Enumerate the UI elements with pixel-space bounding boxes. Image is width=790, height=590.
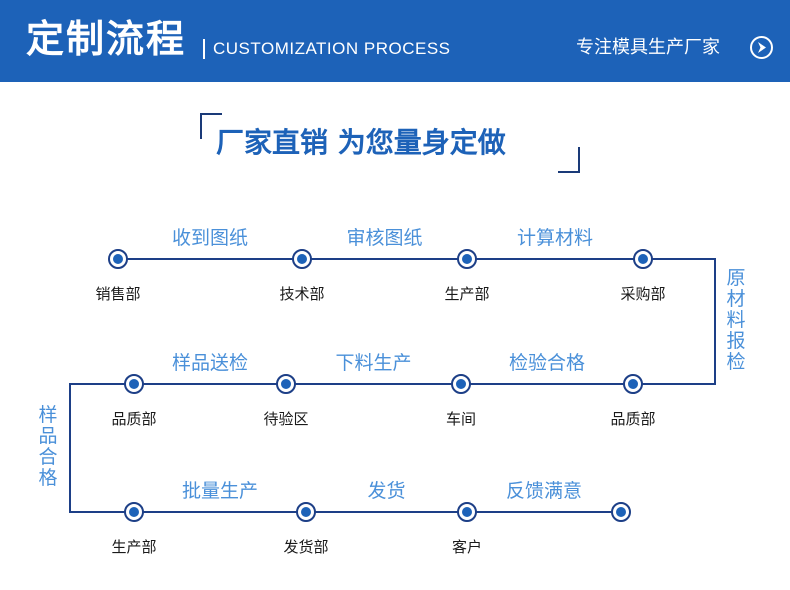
header-banner: 定制流程 CUSTOMIZATION PROCESS 专注模具生产厂家: [0, 0, 790, 82]
step-label: 批量生产: [181, 480, 259, 502]
department-label: 生产部: [111, 538, 157, 556]
chevron-right-circle-icon[interactable]: [750, 36, 773, 59]
step-label: 反馈满意: [505, 480, 583, 502]
flow-node-dot: [281, 379, 291, 389]
flow-node-dot: [462, 507, 472, 517]
step-label: 样品送检: [171, 352, 249, 374]
slogan-text: 厂家直销 为您量身定做: [216, 126, 506, 159]
header-tagline: 专注模具生产厂家: [576, 37, 720, 58]
step-label: 收到图纸: [171, 227, 249, 249]
department-label: 品质部: [111, 410, 157, 428]
department-label: 客户: [451, 538, 483, 556]
department-label: 采购部: [620, 285, 666, 303]
title-divider: [203, 39, 205, 59]
flow-node-dot: [616, 507, 626, 517]
connector-label-left: 样品合格: [38, 404, 58, 489]
flow-node-dot: [462, 254, 472, 264]
flow-node-dot: [297, 254, 307, 264]
flow-node-dot: [638, 254, 648, 264]
slogan-frame: 厂家直销 为您量身定做: [200, 113, 580, 173]
department-label: 发货部: [283, 538, 329, 556]
department-label: 技术部: [279, 285, 325, 303]
department-label: 销售部: [95, 285, 141, 303]
bracket-bottom-right: [558, 147, 580, 173]
flow-node-dot: [129, 507, 139, 517]
connector-label-right: 原材料报检: [726, 267, 746, 373]
flow-node-dot: [129, 379, 139, 389]
department-label: 生产部: [444, 285, 490, 303]
flow-nodes: [108, 249, 653, 522]
step-label: 审核图纸: [346, 227, 423, 249]
flow-node-dot: [456, 379, 466, 389]
department-label: 品质部: [610, 410, 656, 428]
chevron-right-icon: [758, 42, 766, 53]
step-label: 检验合格: [508, 352, 586, 374]
flow-node-dot: [628, 379, 638, 389]
flow-node-dot: [301, 507, 311, 517]
step-label: 计算材料: [516, 227, 594, 249]
page-title: 定制流程: [26, 16, 187, 61]
step-label: 下料生产: [335, 352, 412, 374]
step-label: 发货: [367, 480, 406, 502]
page-subtitle: CUSTOMIZATION PROCESS: [213, 39, 451, 58]
flow-path: [69, 258, 716, 513]
bracket-top-left: [200, 113, 222, 139]
department-label: 待验区: [263, 410, 309, 428]
flow-node-dot: [113, 254, 123, 264]
department-label: 车间: [445, 410, 477, 428]
